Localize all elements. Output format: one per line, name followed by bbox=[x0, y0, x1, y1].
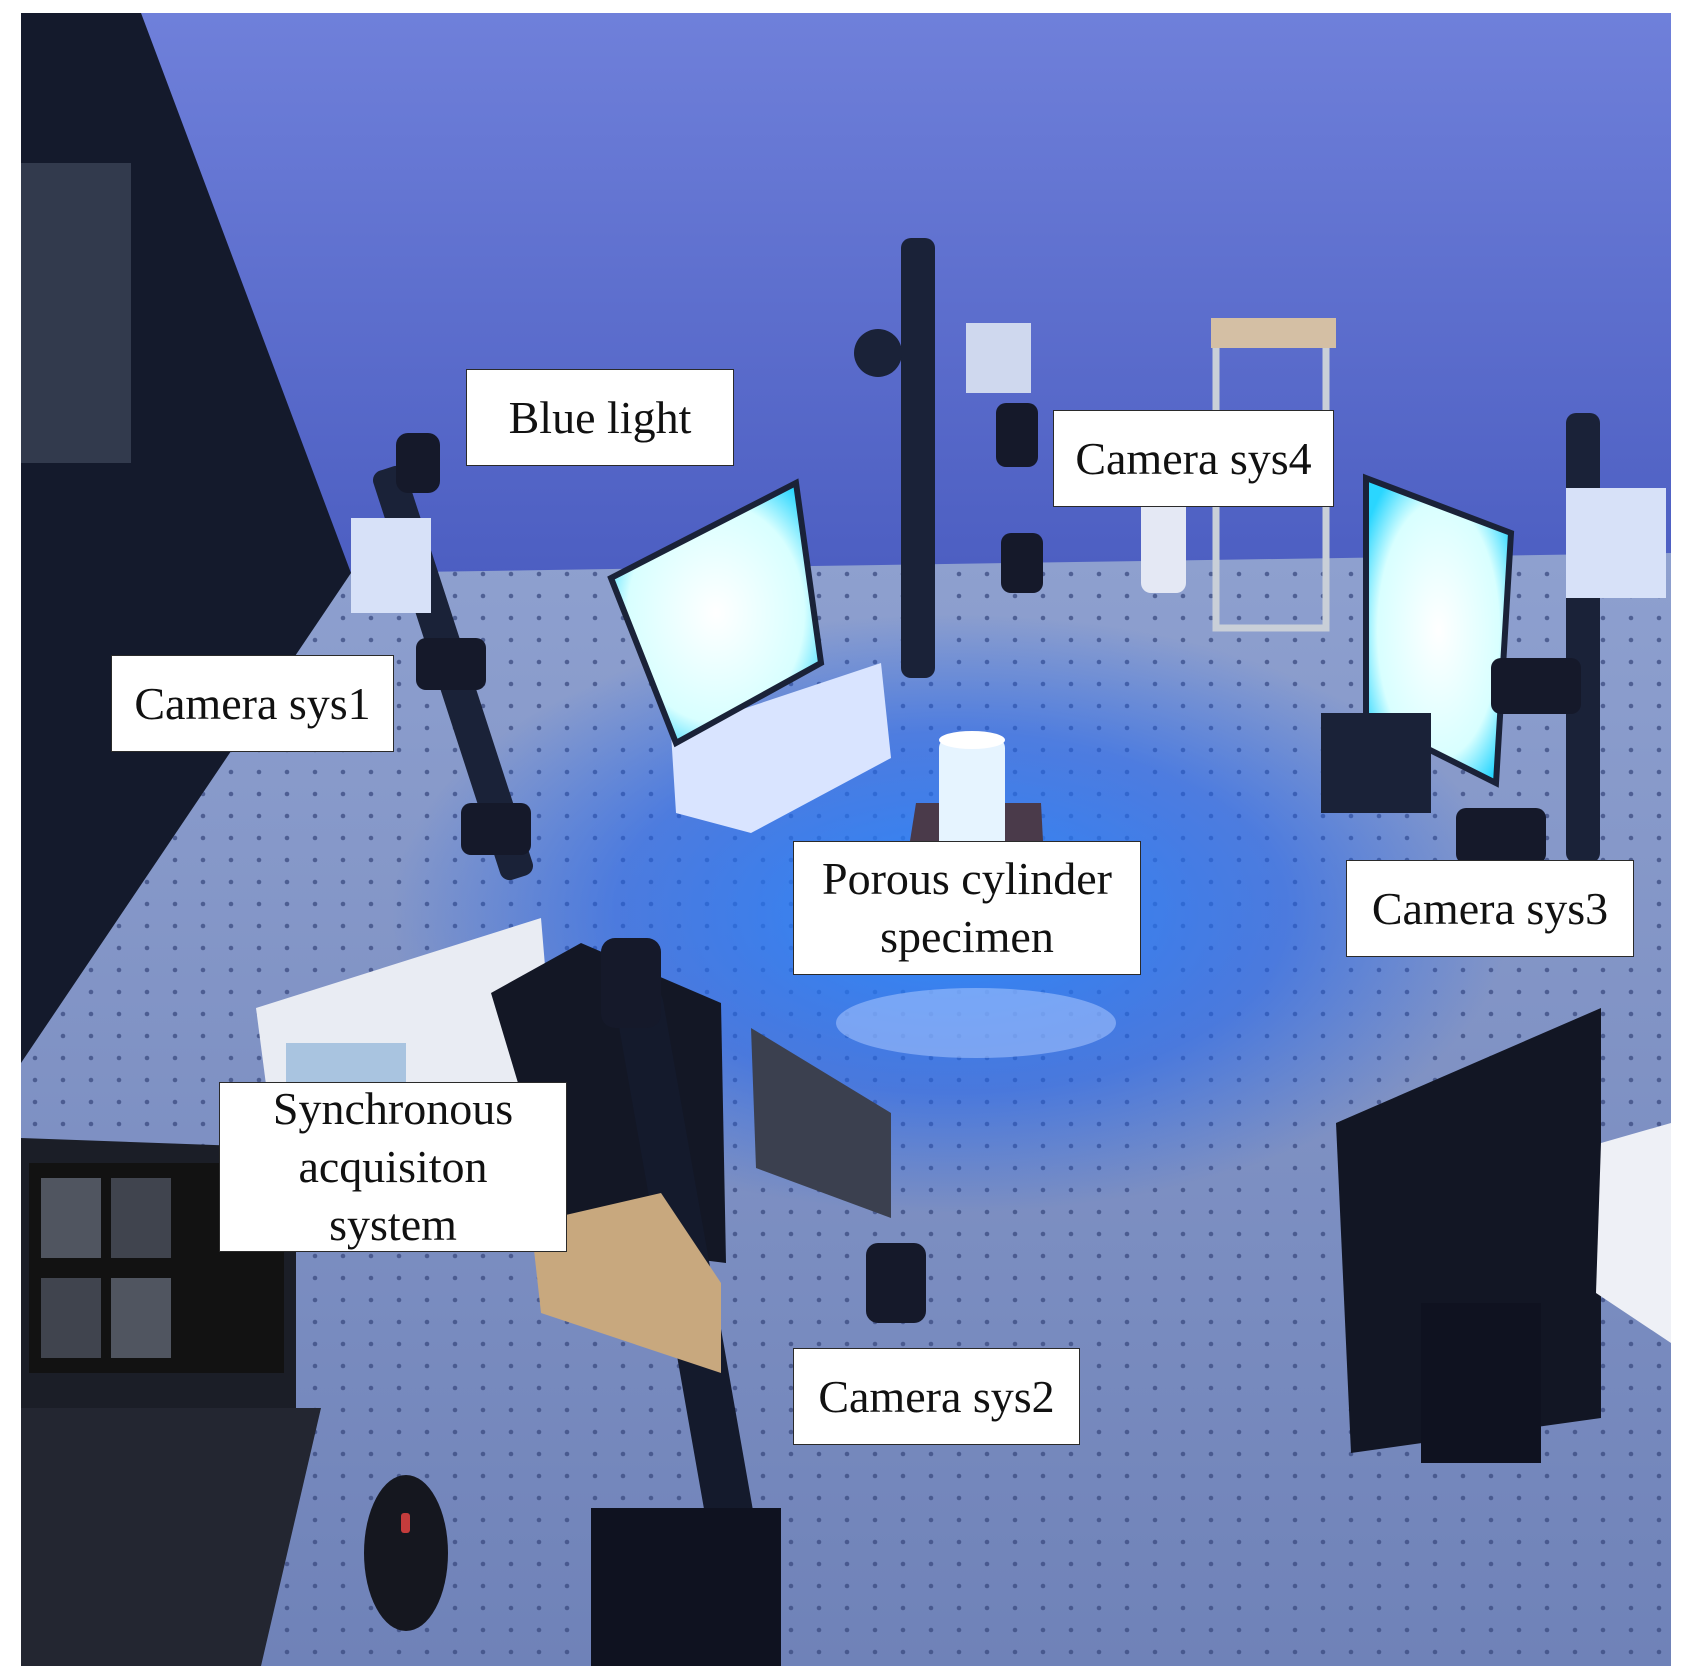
camera1-top-cap bbox=[396, 433, 440, 493]
specimen-base bbox=[836, 988, 1116, 1058]
camera-sys2-text: Camera sys2 bbox=[818, 1370, 1055, 1422]
front-right-stand bbox=[1421, 1303, 1541, 1463]
blue-light-text: Blue light bbox=[508, 391, 692, 443]
camera3-lens-bottom bbox=[1456, 808, 1546, 864]
camera-sys4-text: Camera sys4 bbox=[1075, 432, 1312, 484]
right-light-panel bbox=[1363, 473, 1515, 788]
lab-photo: Blue light Camera sys4 Camera sys1 Porou… bbox=[21, 13, 1671, 1666]
mouse bbox=[364, 1475, 448, 1631]
signal-generator-screen bbox=[286, 1043, 406, 1088]
label-synchronous-acquisition-system: Synchronous acquisiton system bbox=[219, 1082, 567, 1252]
sync-text-line1: Synchronous bbox=[272, 1083, 514, 1134]
camera-sys3-text: Camera sys3 bbox=[1371, 882, 1609, 934]
label-porous-cylinder-specimen: Porous cylinder specimen bbox=[793, 841, 1141, 975]
porous-cylinder bbox=[939, 738, 1005, 858]
specimen-text-line1: Porous cylinder bbox=[821, 853, 1112, 904]
laptop-keyboard bbox=[21, 1408, 321, 1666]
tower-top bbox=[1211, 318, 1336, 348]
label-camera-sys2: Camera sys2 bbox=[793, 1348, 1080, 1445]
mouse-wheel bbox=[401, 1513, 410, 1533]
label-camera-sys3: Camera sys3 bbox=[1346, 860, 1634, 957]
laptop-panel-3 bbox=[41, 1278, 101, 1358]
camera4-lens-bottom bbox=[1001, 533, 1043, 593]
laptop-panel-1 bbox=[41, 1178, 101, 1258]
camera-sys1-text: Camera sys1 bbox=[134, 677, 371, 729]
camera3-bracket bbox=[1566, 488, 1666, 598]
cylinder-top bbox=[939, 731, 1005, 749]
specimen-text-line2: specimen bbox=[880, 911, 1054, 962]
sync-text-line3: system bbox=[329, 1199, 457, 1250]
label-camera-sys4: Camera sys4 bbox=[1053, 410, 1334, 507]
camera2-bracket bbox=[751, 1028, 891, 1218]
camera2-lens bbox=[866, 1243, 926, 1323]
camera4-lens-top bbox=[996, 403, 1038, 467]
left-light-panel bbox=[607, 478, 825, 748]
camera4-pole bbox=[901, 238, 935, 678]
right-controller-box bbox=[1321, 713, 1431, 813]
camera1-lens-top bbox=[416, 638, 486, 690]
label-blue-light: Blue light bbox=[466, 369, 734, 466]
laptop-panel-2 bbox=[111, 1178, 171, 1258]
camera1-lens-bottom bbox=[461, 803, 531, 855]
camera1-bracket bbox=[351, 518, 431, 613]
camera3-lens-top bbox=[1491, 658, 1581, 714]
camera4-bracket bbox=[966, 323, 1031, 393]
label-camera-sys1: Camera sys1 bbox=[111, 655, 394, 752]
camera3-pole bbox=[1566, 413, 1600, 863]
paper-sheet bbox=[1596, 1123, 1671, 1343]
laptop-panel-4 bbox=[111, 1278, 171, 1358]
sync-text-line2: acquisiton bbox=[298, 1141, 488, 1192]
lab-scene bbox=[21, 13, 1671, 1666]
cabinet-window bbox=[21, 163, 131, 463]
camera2-base bbox=[591, 1508, 781, 1666]
left-panel-stand bbox=[671, 663, 891, 833]
cardboard-box bbox=[531, 1193, 721, 1373]
camera2-top-cap bbox=[601, 938, 661, 1028]
camera4-knob bbox=[854, 329, 902, 377]
